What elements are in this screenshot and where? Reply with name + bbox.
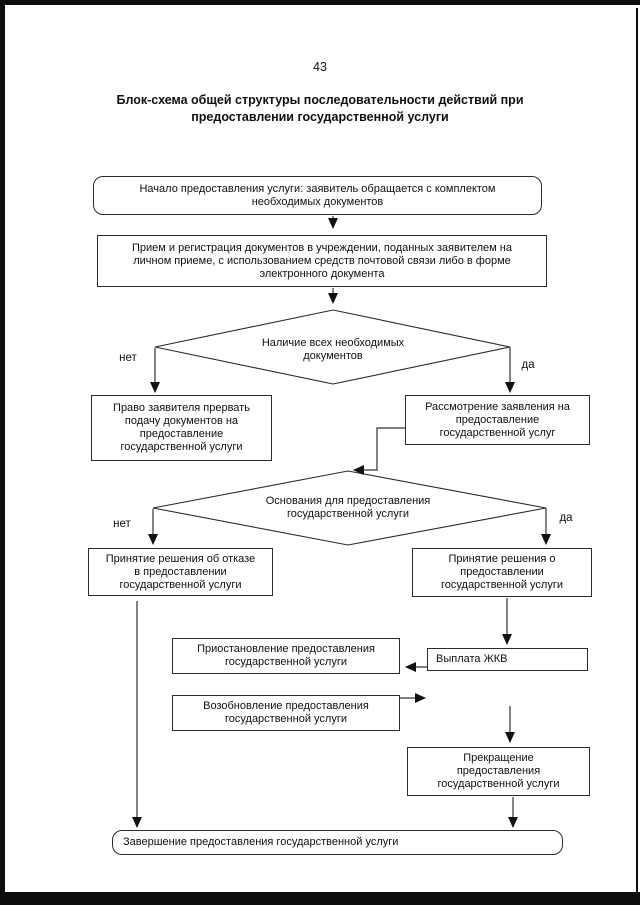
decision-grounds-text: Основания для предоставления государстве… <box>265 495 431 520</box>
decision-documents-text: Наличие всех необходимых документов <box>261 337 405 362</box>
node-review: Рассмотрение заявления на предоставление… <box>405 395 590 445</box>
edge-label-yes-documents: да <box>521 359 535 371</box>
node-suspension: Приостановление предоставления государст… <box>172 638 400 674</box>
node-start: Начало предоставления услуги: заявитель … <box>93 176 542 215</box>
edge-label-yes-grounds: да <box>559 512 573 524</box>
scan-border-top <box>0 0 640 5</box>
connector-review-grounds <box>353 427 405 475</box>
edge-label-no-documents: нет <box>119 352 137 364</box>
scan-border-bottom <box>0 892 640 905</box>
node-reception: Прием и регистрация документов в учрежде… <box>97 235 547 287</box>
node-resumption: Возобновление предоставления государстве… <box>172 695 400 731</box>
scan-border-left <box>0 0 5 905</box>
page-title: Блок-схема общей структуры последователь… <box>116 93 524 124</box>
edge-label-no-grounds: нет <box>113 518 131 530</box>
node-interrupt-right: Право заявителя прервать подачу документ… <box>91 395 272 461</box>
node-completion: Завершение предоставления государственно… <box>112 830 563 855</box>
scan-border-right <box>636 8 638 898</box>
node-termination: Прекращение предоставления государственн… <box>407 747 590 796</box>
page-number: 43 <box>313 60 327 74</box>
node-approval-decision: Принятие решения о предоставлении госуда… <box>412 548 592 597</box>
node-refusal-decision: Принятие решения об отказе в предоставле… <box>88 548 273 596</box>
node-payment: Выплата ЖКВ <box>427 648 588 671</box>
